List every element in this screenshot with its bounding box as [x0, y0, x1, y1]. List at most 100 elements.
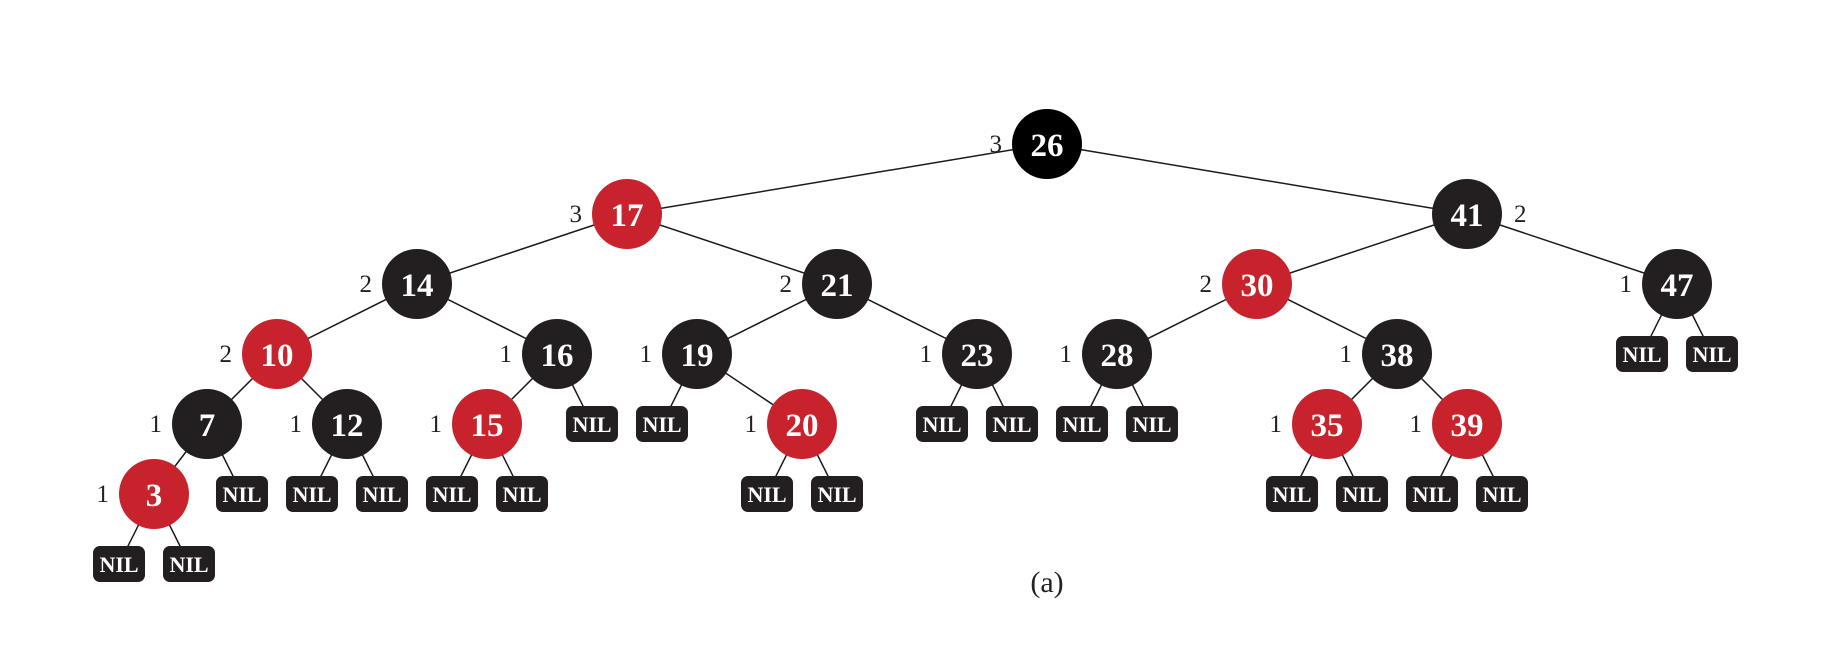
- tree-node-7: 71: [150, 389, 242, 459]
- nil-leaf: NIL: [286, 476, 338, 512]
- edge-n26-n41: [1046, 143, 1468, 215]
- tree-node-12: 12 1: [290, 389, 382, 459]
- black-node-circle: [1082, 319, 1152, 389]
- nil-label: NIL: [992, 412, 1031, 437]
- nil-leaves: NIL NIL NIL NIL NIL NIL NIL NIL NIL NIL NIL NIL NIL N…: [93, 336, 1738, 582]
- nil-label: NIL: [502, 482, 541, 507]
- nil-label: NIL: [1412, 482, 1451, 507]
- nil-leaf: NIL: [93, 546, 145, 582]
- nil-box: [741, 476, 793, 512]
- tree-node-19: 191: [640, 319, 732, 389]
- nil-leaf: NIL: [1616, 336, 1668, 372]
- tree-node-47: 471: [1620, 249, 1712, 319]
- nil-box: [986, 406, 1038, 442]
- tree-node-20: 201: [745, 389, 837, 459]
- nil-leaf: NIL: [1406, 476, 1458, 512]
- black-height-label: 2: [360, 271, 373, 298]
- nil-leaf: NIL: [1056, 406, 1108, 442]
- tree-node-30: 30 2: [1200, 249, 1292, 319]
- nil-label: NIL: [169, 552, 208, 577]
- nil-label: NIL: [817, 482, 856, 507]
- nil-box: [811, 476, 863, 512]
- edge-n41-n47: [1466, 213, 1678, 285]
- black-node-circle: [382, 249, 452, 319]
- nil-box: [356, 476, 408, 512]
- black-height-label: 1: [745, 411, 758, 438]
- black-height-label: 2: [1200, 271, 1213, 298]
- nil-box: [496, 476, 548, 512]
- nil-label: NIL: [99, 552, 138, 577]
- nil-leaf: NIL: [636, 406, 688, 442]
- black-node-circle: [1362, 319, 1432, 389]
- black-height-label: 1: [290, 411, 303, 438]
- black-height-label: 2: [220, 341, 233, 368]
- node-key-label: 17: [611, 198, 644, 234]
- nil-box: [1126, 406, 1178, 442]
- nil-label: NIL: [572, 412, 611, 437]
- nil-label: NIL: [1272, 482, 1311, 507]
- nil-label: NIL: [1622, 342, 1661, 367]
- black-node-circle: [802, 249, 872, 319]
- node-key-label: 19: [681, 338, 714, 374]
- black-node-circle: [522, 319, 592, 389]
- tree-node-21: 212: [780, 249, 872, 319]
- node-key-label: 21: [821, 268, 854, 304]
- nil-box: [1476, 476, 1528, 512]
- black-height-label: 1: [1620, 271, 1633, 298]
- nil-leaf: NIL: [986, 406, 1038, 442]
- nil-box: [1686, 336, 1738, 372]
- black-height-label: 1: [1060, 341, 1073, 368]
- nil-leaf: NIL: [1266, 476, 1318, 512]
- black-node-circle: [662, 319, 732, 389]
- nil-leaf: NIL: [356, 476, 408, 512]
- tree-node-26: 263: [990, 109, 1082, 179]
- tree-node-15: 151: [430, 389, 522, 459]
- nil-label: NIL: [1482, 482, 1521, 507]
- edge-n17-n21: [626, 213, 838, 285]
- nil-box: [216, 476, 268, 512]
- figure-caption: (a): [1030, 566, 1063, 599]
- black-node-circle: [1642, 249, 1712, 319]
- black-node-circle: [172, 389, 242, 459]
- node-key-label: 15: [471, 408, 504, 444]
- red-node-circle: [592, 179, 662, 249]
- black-node-circle: [1432, 179, 1502, 249]
- node-key-label: 12: [331, 408, 364, 444]
- black-height-label: 1: [97, 481, 110, 508]
- tree-node-3: 31: [97, 459, 189, 529]
- nil-leaf: NIL: [1476, 476, 1528, 512]
- node-key-label: 38: [1381, 338, 1414, 374]
- red-node-circle: [1222, 249, 1292, 319]
- nil-box: [916, 406, 968, 442]
- black-height-label: 1: [150, 411, 163, 438]
- tree-node-16: 161: [500, 319, 592, 389]
- nil-label: NIL: [1692, 342, 1731, 367]
- nil-box: [1266, 476, 1318, 512]
- tree-node-35: 351: [1270, 389, 1362, 459]
- node-key-label: 39: [1451, 408, 1484, 444]
- tree-node-10: 102: [220, 319, 312, 389]
- black-height-label: 1: [1410, 411, 1423, 438]
- edge-n41-n30: [1256, 213, 1468, 285]
- node-key-label: 28: [1101, 338, 1134, 374]
- node-key-label: 7: [199, 408, 216, 444]
- node-key-label: 14: [401, 268, 434, 304]
- node-key-label: 30: [1241, 268, 1274, 304]
- nil-box: [1616, 336, 1668, 372]
- nil-label: NIL: [222, 482, 261, 507]
- tree-node-14: 14 2: [360, 249, 452, 319]
- nil-leaf: NIL: [1126, 406, 1178, 442]
- nil-box: [426, 476, 478, 512]
- edge-n26-n17: [626, 143, 1048, 215]
- tree-node-38: 381: [1340, 319, 1432, 389]
- nil-box: [1406, 476, 1458, 512]
- black-node-circle: [1012, 109, 1082, 179]
- nil-leaf: NIL: [811, 476, 863, 512]
- nil-leaf: NIL: [916, 406, 968, 442]
- edge-n17-n14: [416, 213, 628, 285]
- nil-leaf: NIL: [1336, 476, 1388, 512]
- black-height-label: 2: [1514, 201, 1527, 228]
